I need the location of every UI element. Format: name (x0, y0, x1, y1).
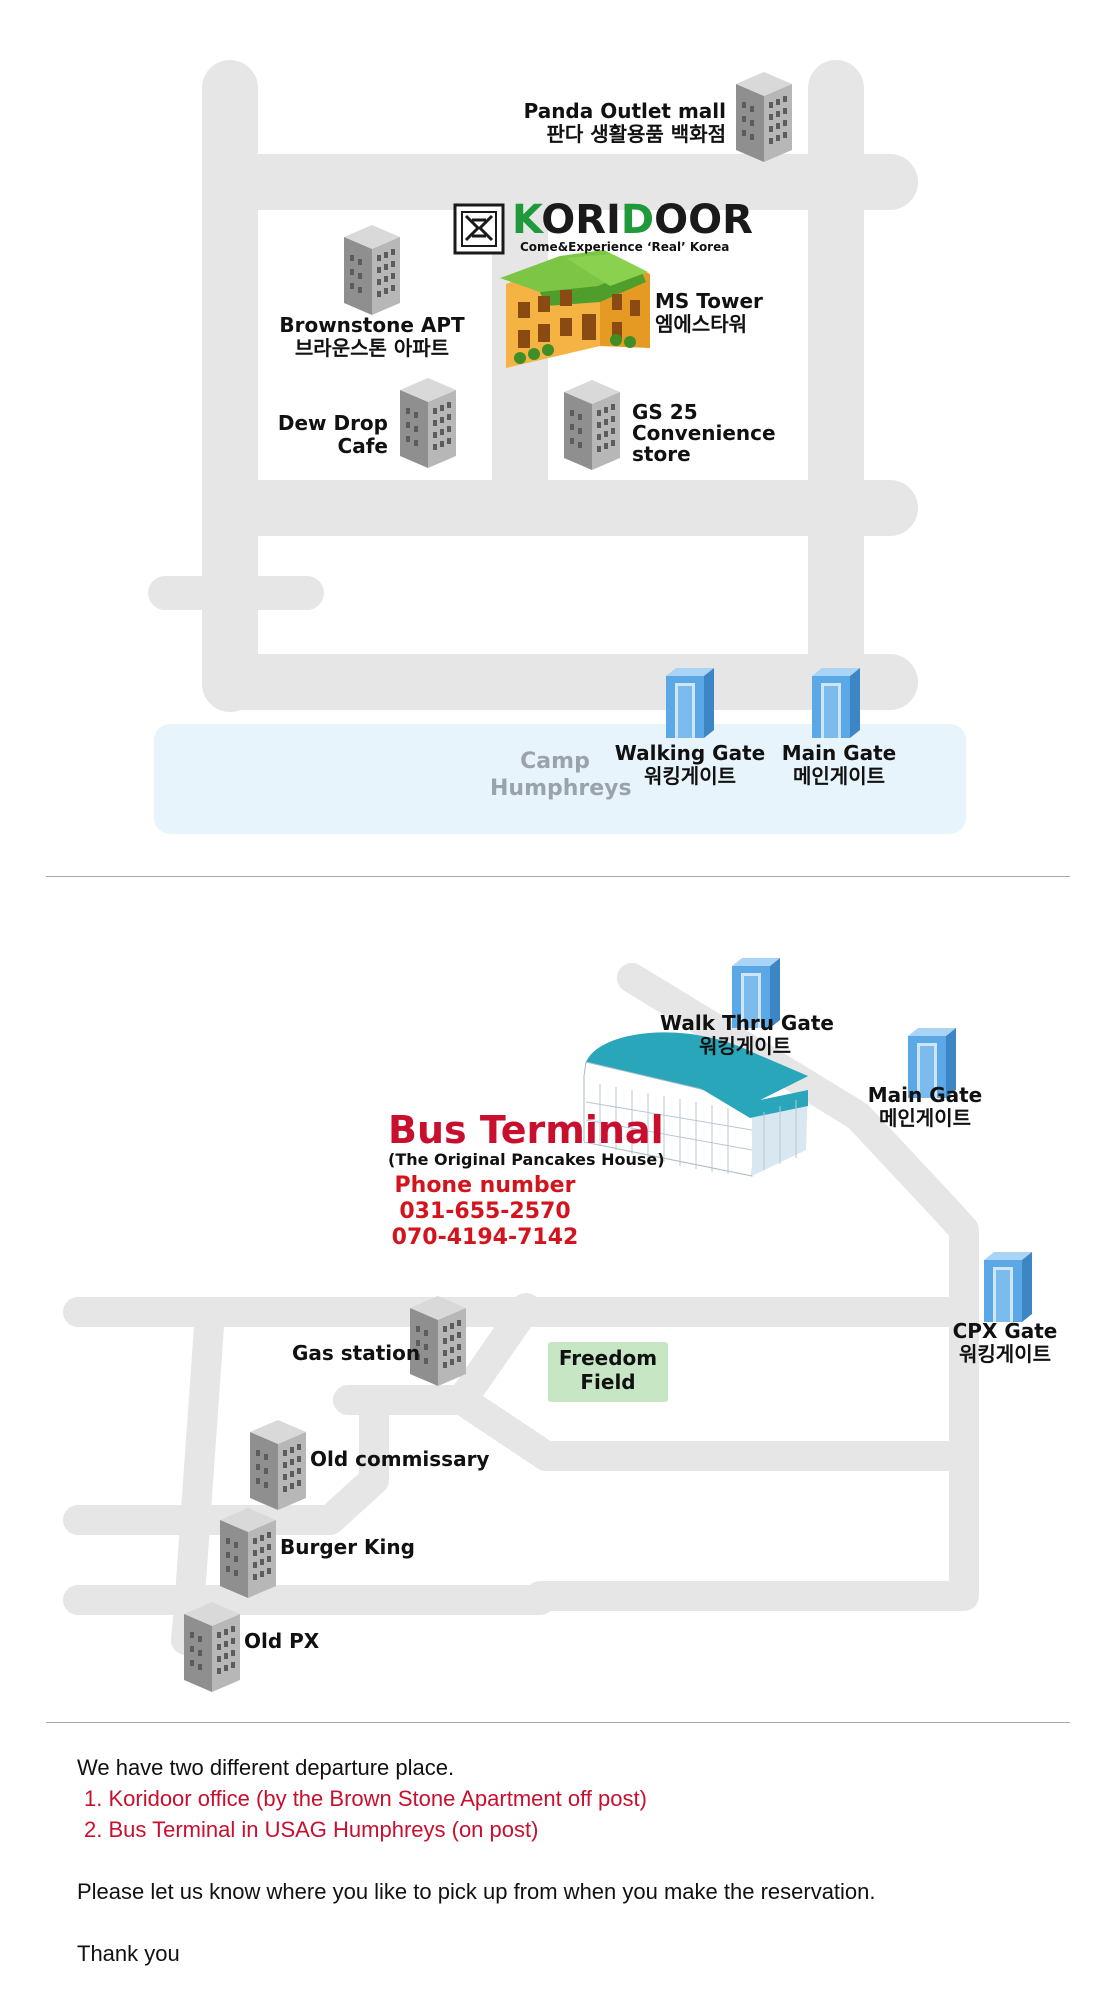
brownstone-name-en: Brownstone APT (279, 313, 465, 337)
ms-tower-name-ko: 엠에스타워 (655, 312, 747, 336)
camp-humphreys-label: Camp Humphreys (490, 748, 632, 802)
panda-outlet-label: Panda Outlet mall 판다 생활용품 백화점 (500, 100, 726, 146)
section-divider-top (46, 876, 1070, 877)
phone-number-1: 031-655-2570 (399, 1199, 571, 1224)
koridoor-house-icon (500, 250, 650, 368)
walking-gate-label: Walking Gate 워킹게이트 (610, 742, 770, 788)
bus-terminal-subtitle: (The Original Pancakes House) (388, 1150, 665, 1169)
main-gate-name-en: Main Gate (781, 741, 897, 765)
freedom-field-area: Freedom Field (548, 1342, 668, 1402)
dew-drop-label: Dew Drop Cafe (270, 412, 388, 458)
walking-gate-name-en: Walking Gate (614, 741, 766, 765)
old-commissary-building-icon (250, 1420, 306, 1510)
bus-terminal-building-icon (583, 1032, 808, 1177)
koridoor-area-map: KORIDOOR Come&Experience ‘Real’ Korea Pa… (0, 0, 1116, 860)
cpx-gate-name-ko: 워킹게이트 (959, 1342, 1051, 1366)
old-px-label: Old PX (244, 1629, 320, 1653)
dew-drop-building-icon (400, 378, 456, 468)
closing-text: Thank you (77, 1941, 180, 1966)
phone-number-2: 070-4194-7142 (391, 1225, 579, 1250)
brownstone-name-ko: 브라운스톤 아파트 (294, 336, 450, 360)
walk-thru-gate-name-ko: 워킹게이트 (699, 1034, 791, 1058)
walking-gate-name-ko: 워킹게이트 (644, 764, 736, 788)
brownstone-label: Brownstone APT 브라운스톤 아파트 (272, 314, 472, 360)
map2-main-gate-name-ko: 메인게이트 (879, 1106, 971, 1130)
gs25-name-line1: GS 25 (632, 400, 698, 424)
map2-main-gate-label: Main Gate 메인게이트 (860, 1084, 990, 1130)
koridoor-brand-name: KORIDOOR (512, 198, 753, 242)
cpx-gate-name-en: CPX Gate (952, 1319, 1058, 1343)
departure-intro: We have two different departure place. (77, 1755, 455, 1780)
walk-thru-gate-name-en: Walk Thru Gate (660, 1011, 834, 1035)
ms-tower-name-en: MS Tower (655, 289, 763, 313)
brand-letter-d: D (620, 197, 655, 243)
gs25-building-icon (564, 380, 620, 470)
brownstone-building-icon (344, 225, 400, 315)
burger-king-label: Burger King (280, 1535, 415, 1559)
brand-letters-ori: ORI (541, 197, 621, 243)
cpx-gate-icon (984, 1252, 1032, 1322)
ms-tower-label: MS Tower 엠에스타워 (655, 290, 763, 336)
bus-terminal-area-map: Walk Thru Gate 워킹게이트 Main Gate 메인게이트 CPX… (0, 880, 1116, 1730)
map2-main-gate-name-en: Main Gate (867, 1083, 983, 1107)
panda-outlet-building-icon (736, 72, 792, 162)
dew-drop-name-line1: Dew Drop (277, 411, 388, 435)
cpx-gate-label: CPX Gate 워킹게이트 (940, 1320, 1070, 1366)
walking-gate-icon (666, 668, 714, 738)
main-gate-icon (812, 668, 860, 738)
camp-label-line1: Camp (520, 749, 590, 774)
departure-option-1: 1. Koridoor office (by the Brown Stone A… (84, 1786, 647, 1811)
gs25-name-line3: store (632, 442, 691, 466)
camp-label-line2: Humphreys (490, 776, 632, 801)
section-divider-bottom (46, 1722, 1070, 1723)
freedom-field-line1: Freedom (558, 1346, 658, 1370)
koridoor-tagline: Come&Experience ‘Real’ Korea (520, 240, 730, 254)
dew-drop-name-line2: Cafe (337, 434, 388, 458)
departure-info: We have two different departure place. 1… (77, 1752, 1057, 1969)
main-gate-label: Main Gate 메인게이트 (774, 742, 904, 788)
freedom-field-line2: Field (580, 1370, 636, 1394)
burger-king-building-icon (220, 1508, 276, 1598)
reservation-request: Please let us know where you like to pic… (77, 1879, 876, 1904)
old-px-building-icon (184, 1602, 240, 1692)
brand-letter-k: K (512, 197, 542, 243)
bus-terminal-area-roads (63, 958, 1032, 1692)
bus-terminal-phone-block: Phone number 031-655-2570 070-4194-7142 (390, 1173, 580, 1251)
bus-terminal-title: Bus Terminal (388, 1108, 664, 1152)
phone-number-label: Phone number (394, 1173, 576, 1198)
panda-outlet-name-en: Panda Outlet mall (523, 99, 726, 123)
gs25-name-line2: Convenience (632, 421, 776, 445)
brand-letters-oor: OOR (654, 197, 753, 243)
departure-option-2: 2. Bus Terminal in USAG Humphreys (on po… (84, 1817, 539, 1842)
main-gate-name-ko: 메인게이트 (793, 764, 885, 788)
panda-outlet-name-ko: 판다 생활용품 백화점 (546, 122, 726, 146)
gs25-label: GS 25 Convenience store (632, 402, 776, 465)
koridoor-area-roads (148, 60, 966, 834)
koridoor-logo-mark-icon (453, 203, 505, 255)
old-commissary-label: Old commissary (310, 1447, 490, 1471)
walk-thru-gate-label: Walk Thru Gate 워킹게이트 (660, 1011, 834, 1058)
gas-station-label: Gas station (292, 1341, 421, 1365)
